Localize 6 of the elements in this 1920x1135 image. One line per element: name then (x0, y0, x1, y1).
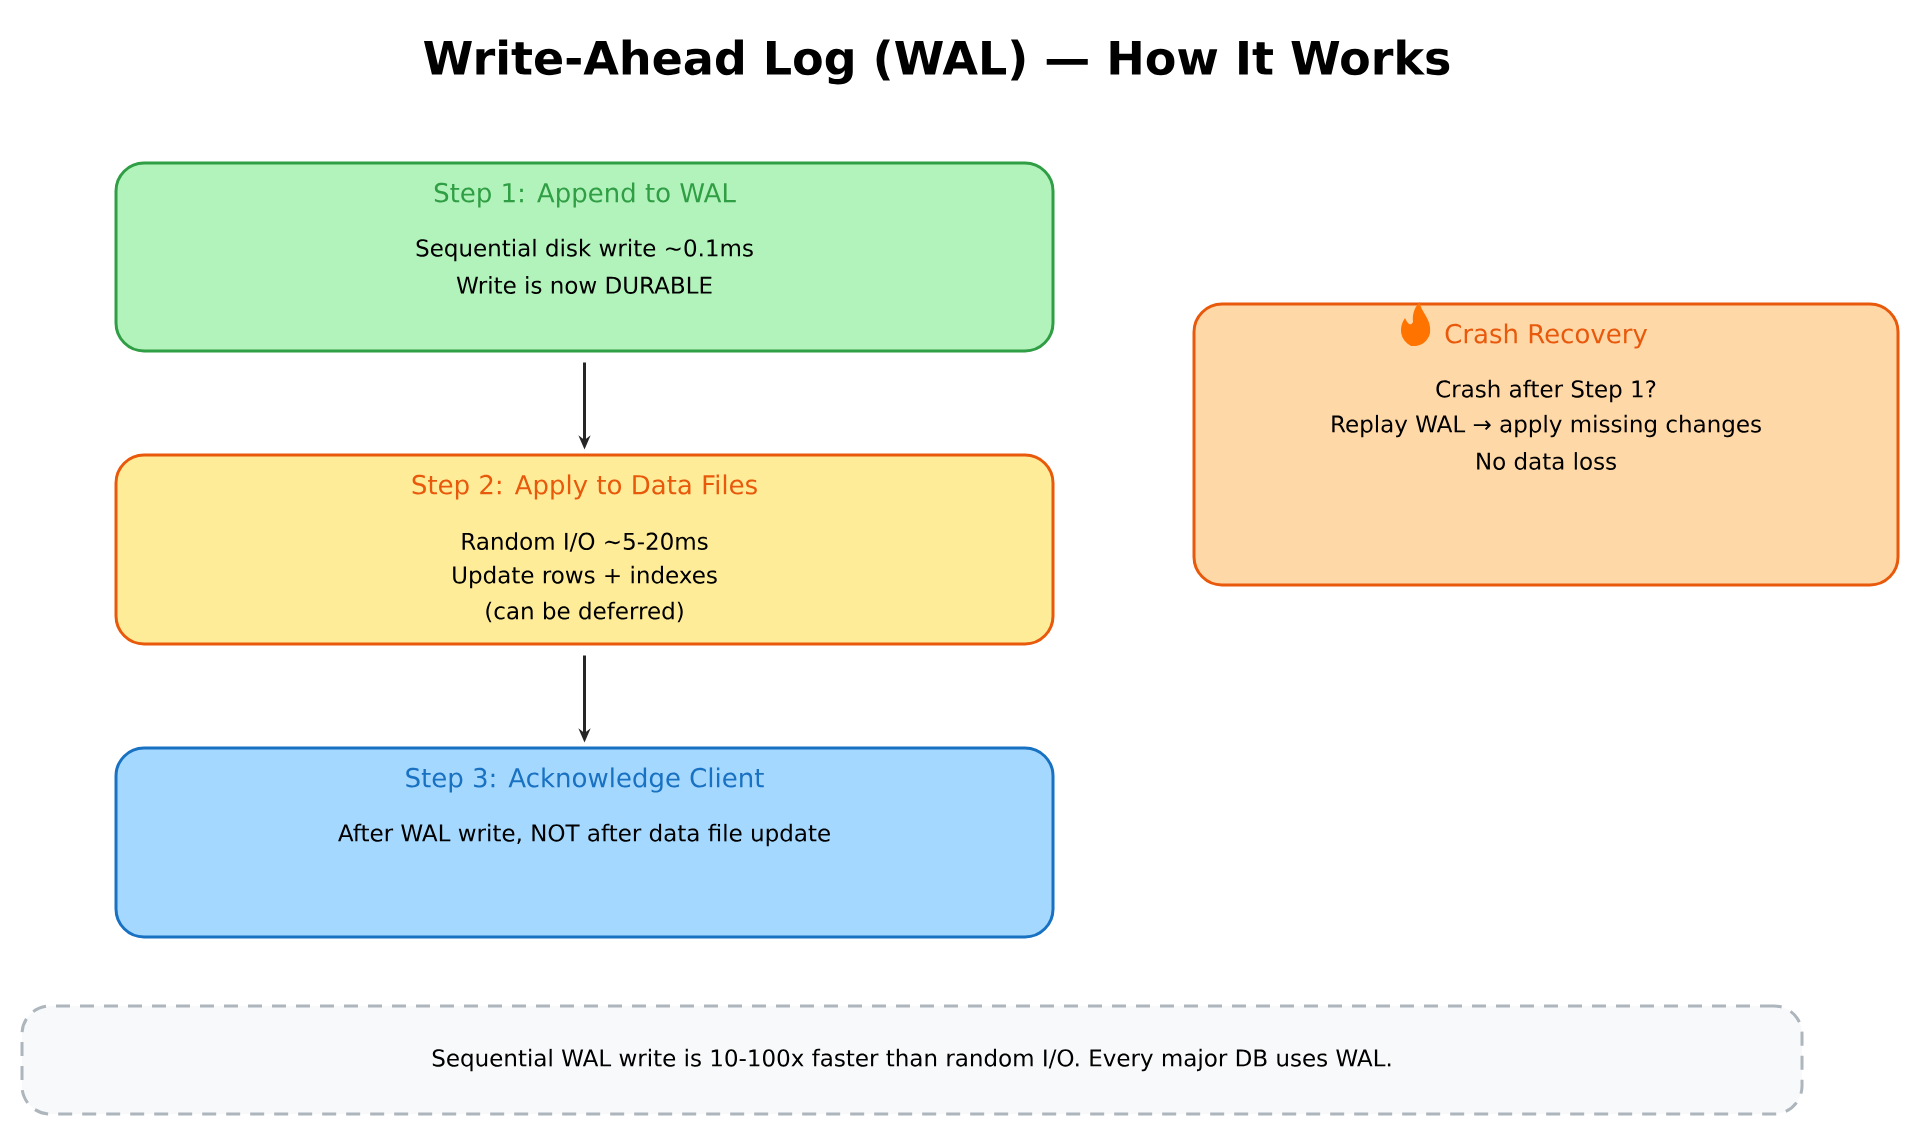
recovery-box: Crash Recovery Crash after Step 1? Replay WAL → apply missing changes No data loss (1192, 302, 1900, 587)
title: Write-Ahead Log (WAL) — How It Works (424, 39, 1450, 85)
step-box: Step 3: Acknowledge Client After WAL write, NOT after data file update (114, 746, 1055, 939)
step-box: Step 2: Apply to Data Files Random I/O ~5-20ms Update rows + indexes (can be deferred) (114, 453, 1055, 646)
step-box: Step 1: Append to WAL Sequential disk write ~0.1ms Write is now DURABLE (114, 161, 1055, 353)
note-box: Sequential WAL write is 10-100x faster than random I/O. Every major DB uses WAL. (20, 1004, 1804, 1116)
